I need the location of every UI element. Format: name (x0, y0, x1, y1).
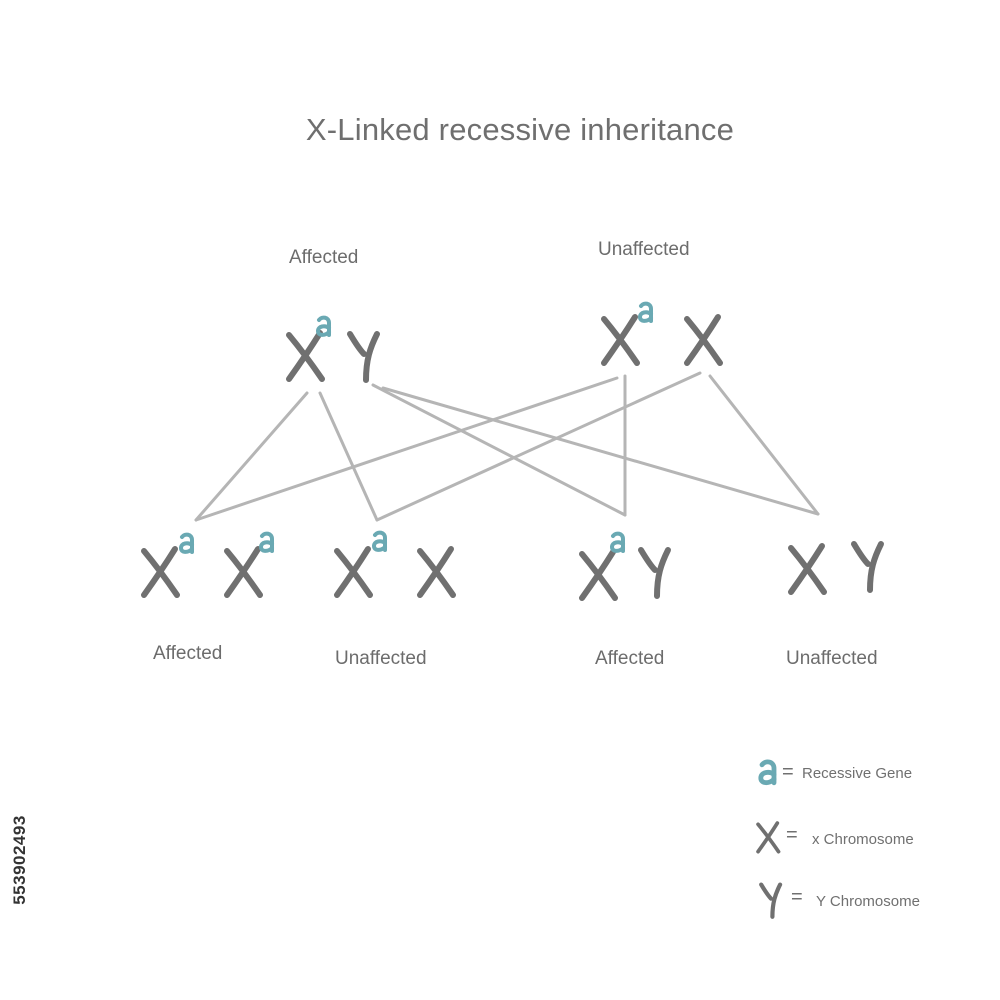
inheritance-links (194, 371, 820, 522)
child-2-x-chromosome (420, 549, 453, 595)
mother-x-chromosome (687, 317, 720, 363)
child-1-recessive-gene-2 (259, 531, 274, 553)
child-1-recessive-gene-1 (179, 532, 194, 554)
link-father-x-to-child-2 (318, 391, 379, 522)
child-3-y-chromosome (641, 550, 668, 596)
legend-y-chromosome-symbol (759, 882, 783, 919)
link-mother-xa-to-child-1 (194, 376, 619, 522)
father-recessive-gene (316, 315, 331, 337)
child-2-x-chromosome-affected (337, 549, 370, 595)
mother-x-chromosome-affected (604, 317, 637, 363)
link-father-x-to-child-1 (194, 391, 309, 522)
child-4-genotype (791, 544, 881, 592)
father-y-chromosome (350, 334, 377, 380)
child-2-recessive-gene (372, 530, 387, 552)
stock-image-id: 553902493 (8, 760, 32, 960)
diagram-title: X-Linked recessive inheritance (305, 112, 735, 147)
child-1-x-chromosome-2 (227, 549, 260, 595)
legend-recessive-gene-symbol (761, 762, 774, 783)
mother-recessive-gene (638, 301, 653, 323)
father-status-label: Affected (289, 247, 359, 268)
legend-x-chromosome-label: x Chromosome (812, 831, 914, 848)
child-2-status-label: Unaffected (335, 648, 427, 669)
link-mother-x-to-child-4 (708, 374, 820, 516)
legend-recessive-gene-label: Recessive Gene (802, 765, 913, 782)
legend-equals-2: = (786, 824, 798, 846)
mother-status-label: Unaffected (598, 239, 690, 260)
child-3-x-chromosome (582, 552, 615, 598)
legend-symbols (756, 762, 783, 919)
child-4-x-chromosome (791, 546, 824, 592)
child-1-x-chromosome-1 (144, 549, 177, 595)
child-1-status-label: Affected (153, 643, 223, 664)
child-2-genotype (337, 530, 453, 595)
child-3-recessive-gene (610, 531, 625, 553)
child-4-y-chromosome (854, 544, 881, 590)
link-mother-x-to-child-2 (375, 371, 702, 522)
legend-equals-3: = (791, 886, 803, 908)
mother-genotype (604, 301, 720, 363)
legend-y-chromosome-label: Y Chromosome (816, 893, 920, 910)
child-3-status-label: Affected (595, 648, 665, 669)
child-4-status-label: Unaffected (786, 648, 878, 669)
legend-equals-1: = (782, 761, 794, 783)
legend-x-chromosome-symbol (756, 821, 781, 854)
child-3-genotype (582, 531, 668, 598)
father-genotype (289, 315, 377, 380)
stock-image-id-text: 553902493 (10, 815, 29, 905)
child-1-genotype (144, 531, 274, 595)
father-x-chromosome (289, 333, 322, 379)
link-father-y-to-child-4 (381, 386, 820, 516)
link-father-y-to-child-3 (371, 383, 627, 517)
